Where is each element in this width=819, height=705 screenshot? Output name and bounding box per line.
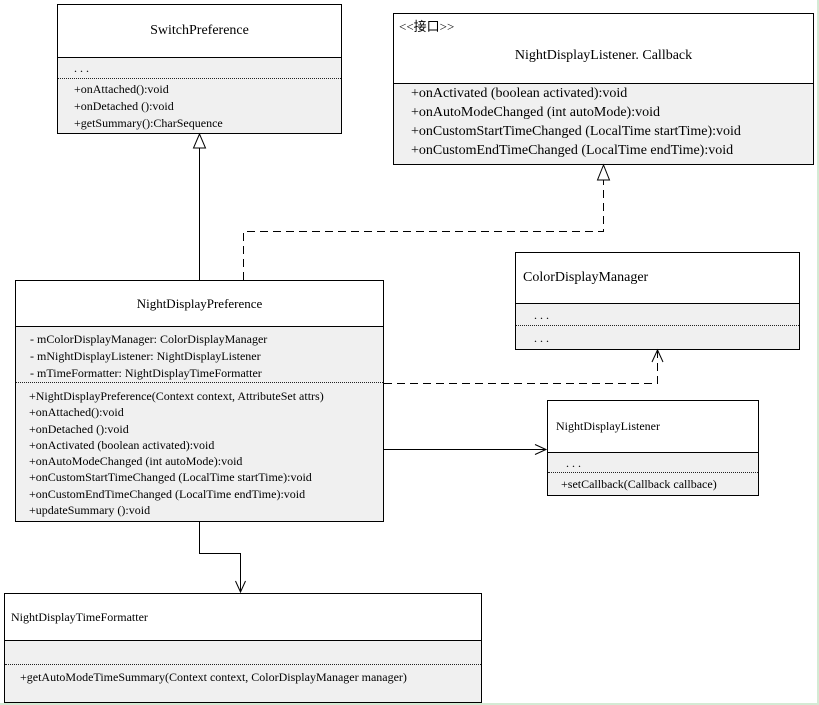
- method: +updateSummary ():void: [29, 503, 151, 518]
- class-night-display-preference: NightDisplayPreference - mColorDisplayMa…: [15, 280, 384, 522]
- method: +onCustomEndTimeChanged (LocalTime endTi…: [411, 143, 734, 158]
- method: +setCallback(Callback callbace): [561, 477, 717, 491]
- field: - mTimeFormatter: NightDisplayTimeFormat…: [30, 366, 262, 380]
- field-ellipsis: . . .: [534, 308, 549, 322]
- interface-name: NightDisplayListener. Callback: [514, 48, 693, 63]
- method: +getSummary():CharSequence: [74, 116, 223, 130]
- methods-compartment: +onActivated (boolean activated):void +o…: [394, 84, 813, 160]
- dependency-line: [384, 351, 658, 384]
- fields-compartment: . . .: [548, 453, 758, 473]
- method: +onAttached():void: [74, 82, 169, 96]
- field-ellipsis: . . .: [566, 456, 581, 470]
- methods-compartment: +NightDisplayPreference(Context context,…: [16, 383, 383, 518]
- field: - mColorDisplayManager: ColorDisplayMana…: [30, 332, 268, 346]
- methods-compartment: . . .: [516, 326, 799, 350]
- class-name: NightDisplayListener: [548, 401, 758, 453]
- method-ellipsis: . . .: [534, 331, 549, 345]
- generalization-arrowhead: [192, 132, 207, 149]
- methods-compartment: +onAttached():void +onDetached ():void +…: [58, 79, 341, 132]
- fields-compartment: - mColorDisplayManager: ColorDisplayMana…: [16, 327, 383, 383]
- field-ellipsis: . . .: [74, 61, 89, 75]
- method: +onActivated (boolean activated):void: [29, 437, 215, 452]
- association-arrowhead-listener: [534, 444, 548, 455]
- field: - mNightDisplayListener: NightDisplayLis…: [30, 349, 261, 363]
- class-switch-preference: SwitchPreference . . . +onAttached():voi…: [57, 4, 342, 134]
- association-arrowhead-formatter: [235, 580, 246, 594]
- fields-compartment: . . .: [58, 58, 341, 79]
- interface-header: <<接口>> NightDisplayListener. Callback: [394, 14, 813, 84]
- interface-night-display-listener-callback: <<接口>> NightDisplayListener. Callback +o…: [393, 13, 814, 165]
- stereotype-label: <<接口>>: [399, 19, 455, 34]
- association-line-formatter: [199, 522, 241, 592]
- class-name: ColorDisplayManager: [516, 253, 799, 304]
- class-name: SwitchPreference: [58, 5, 341, 58]
- method: +NightDisplayPreference(Context context,…: [29, 389, 324, 403]
- methods-compartment: +getAutoModeTimeSummary(Context context,…: [5, 665, 481, 689]
- method: +onAttached():void: [29, 405, 124, 420]
- method: +getAutoModeTimeSummary(Context context,…: [20, 670, 407, 684]
- method: +onDetached ():void: [74, 99, 174, 113]
- method: +onDetached ():void: [29, 421, 129, 436]
- method: +onAutoModeChanged (int autoMode):void: [29, 454, 243, 469]
- class-name: NightDisplayTimeFormatter: [5, 594, 481, 641]
- fields-compartment: [5, 641, 481, 665]
- method: +onCustomStartTimeChanged (LocalTime sta…: [29, 470, 312, 485]
- method: +onCustomStartTimeChanged (LocalTime sta…: [411, 124, 741, 139]
- class-name: NightDisplayPreference: [16, 281, 383, 327]
- class-night-display-time-formatter: NightDisplayTimeFormatter +getAutoModeTi…: [4, 593, 482, 703]
- method: +onActivated (boolean activated):void: [411, 86, 628, 101]
- class-color-display-manager: ColorDisplayManager . . . . . .: [515, 252, 800, 350]
- dependency-arrowhead: [651, 348, 664, 363]
- method: +onAutoModeChanged (int autoMode):void: [411, 105, 660, 120]
- methods-compartment: +setCallback(Callback callbace): [548, 473, 758, 495]
- fields-compartment: . . .: [516, 304, 799, 326]
- realization-arrowhead: [596, 163, 611, 181]
- class-night-display-listener: NightDisplayListener . . . +setCallback(…: [547, 400, 759, 496]
- method: +onCustomEndTimeChanged (LocalTime endTi…: [29, 486, 306, 501]
